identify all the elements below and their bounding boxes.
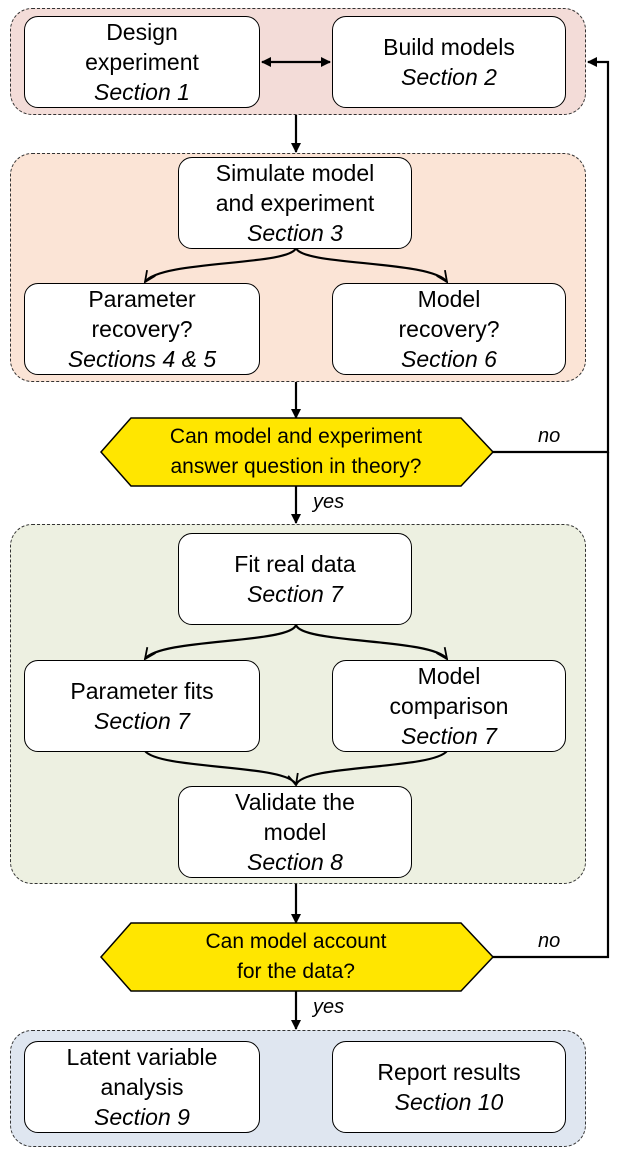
design-title-line-2: experiment — [85, 49, 199, 75]
param-fits-title: Parameter fits — [70, 678, 214, 704]
theory-decision-text: Can model and experiment answer question… — [131, 422, 461, 482]
design-section: Section 1 — [94, 79, 190, 105]
validate-model-box: Validate the model Section 8 — [178, 786, 412, 878]
design-experiment-box: Design experiment Section 1 — [24, 16, 260, 108]
report-title: Report results — [377, 1059, 521, 1085]
model-comparison-box: Model comparison Section 7 — [332, 660, 566, 752]
param-recovery-section: Sections 4 & 5 — [67, 346, 217, 372]
model-recovery-section: Section 6 — [401, 346, 497, 372]
build-title: Build models — [383, 34, 515, 60]
theory-line-1: Can model and experiment — [169, 425, 423, 448]
latent-title-line-1: Latent variable — [66, 1044, 218, 1070]
theory-line-2: answer question in theory? — [170, 455, 422, 478]
theory-no-label: no — [538, 425, 561, 447]
account-line-2: for the data? — [237, 960, 355, 983]
build-section: Section 2 — [401, 64, 497, 90]
model-recovery-title-line-1: Model — [417, 286, 481, 312]
account-yes-label: yes — [313, 996, 345, 1018]
latent-section: Section 9 — [94, 1104, 190, 1130]
model-recovery-box: Model recovery? Section 6 — [332, 283, 566, 375]
simulate-split-curve — [145, 247, 298, 282]
model-comparison-title-line-2: comparison — [389, 693, 509, 719]
fit-real-data-box: Fit real data Section 7 — [178, 533, 412, 625]
model-comparison-section: Section 7 — [401, 723, 497, 749]
param-fits-section: Section 7 — [94, 708, 190, 734]
report-results-box: Report results Section 10 — [332, 1041, 566, 1133]
build-models-box: Build models Section 2 — [332, 16, 566, 108]
account-decision-text: Can model account for the data? — [131, 927, 461, 987]
design-title-line-1: Design — [106, 19, 178, 45]
fit-title: Fit real data — [234, 551, 356, 577]
latent-variable-box: Latent variable analysis Section 9 — [24, 1041, 260, 1133]
no-loop-account — [493, 452, 610, 959]
fit-split-curve — [145, 624, 298, 659]
no-loop-theory — [493, 57, 610, 454]
theory-yes-label: yes — [313, 491, 345, 513]
param-recovery-title-line-2: recovery? — [91, 316, 193, 342]
simulate-title-line-1: Simulate model — [215, 160, 375, 186]
theory-decision-diamond — [99, 417, 495, 487]
account-no-label: no — [538, 930, 561, 952]
fit-section: Section 7 — [247, 581, 343, 607]
account-decision-diamond — [99, 922, 495, 992]
latent-title-line-2: analysis — [100, 1074, 184, 1100]
param-recovery-title-line-1: Parameter — [88, 286, 196, 312]
validate-section: Section 8 — [247, 849, 343, 875]
parameter-fits-box: Parameter fits Section 7 — [24, 660, 260, 752]
merge-to-validate-curve — [144, 750, 296, 785]
validate-title-line-1: Validate the — [235, 789, 355, 815]
simulate-box: Simulate model and experiment Section 3 — [178, 157, 412, 249]
model-comparison-title-line-1: Model — [417, 663, 481, 689]
report-section: Section 10 — [394, 1089, 504, 1115]
simulate-title-line-2: and experiment — [215, 190, 375, 216]
parameter-recovery-box: Parameter recovery? Sections 4 & 5 — [24, 283, 260, 375]
model-recovery-title-line-2: recovery? — [398, 316, 500, 342]
account-line-1: Can model account — [205, 930, 387, 953]
simulate-section: Section 3 — [247, 220, 343, 246]
validate-title-line-2: model — [263, 819, 327, 845]
